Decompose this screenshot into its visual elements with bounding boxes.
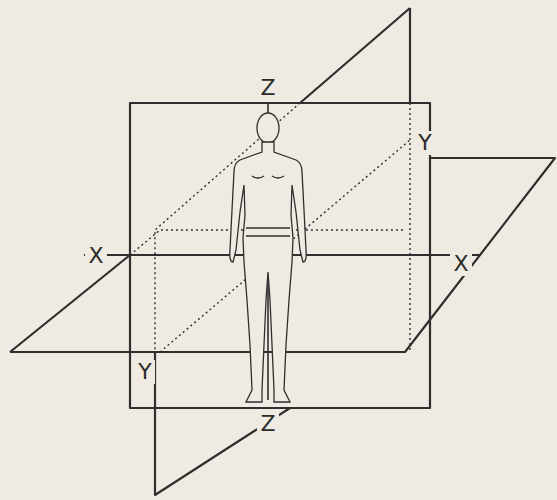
axis-letter: Y [415, 131, 434, 155]
human-figure [230, 113, 306, 402]
axis-letter: X [85, 244, 106, 268]
transverse-plane-edge [10, 255, 130, 352]
axis-letter: X [450, 252, 471, 276]
sagittal-plane-lower [155, 408, 290, 495]
hidden-edge [130, 407, 430, 408]
sagittal-plane-upper [300, 8, 410, 103]
axis-letter: Y [135, 360, 154, 384]
axis-letter: Z [257, 76, 278, 100]
axis-letter: Z [257, 412, 278, 436]
